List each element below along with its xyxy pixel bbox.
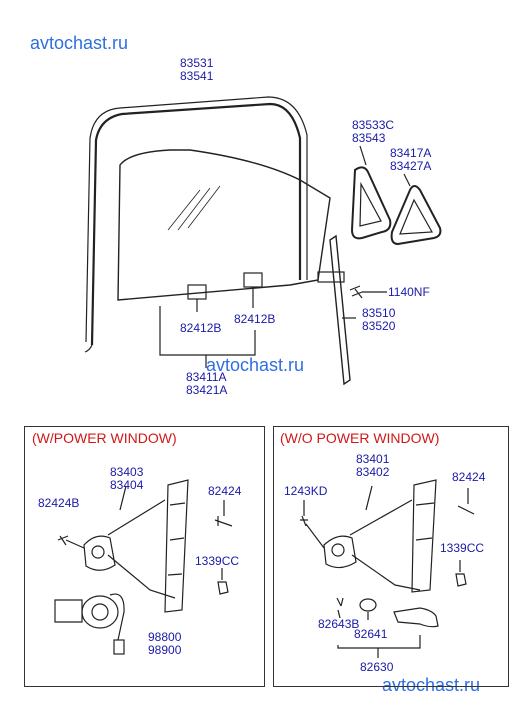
power-window-panel [24,426,265,687]
label-mw-bolt-right: 82424 [452,470,486,484]
manual-window-title: (W/O POWER WINDOW) [280,430,440,446]
quarter-glass [390,185,442,246]
pw-mount-plate [83,535,116,571]
label-mw-regulator-1: 83401 [356,452,390,466]
pw-regulator-rail [164,479,189,613]
mw-handle [393,607,439,628]
mw-regulator-arm [349,499,421,591]
label-quarter-seal-1: 83533C [352,118,395,132]
label-pw-bolt-left: 82424B [38,496,80,510]
door-glass [117,149,331,301]
label-mw-nut: 1339CC [440,541,485,555]
label-quarter-glass-1: 83417A [390,146,432,160]
glass-holder-right [243,272,263,288]
label-door-glass-1: 83411A [186,370,227,384]
mw-bolt-right [457,505,475,515]
pw-regulator-arm [107,499,176,599]
manual-window-panel [273,426,509,687]
label-pw-nut: 1339CC [195,554,240,568]
label-pw-motor-2: 98900 [148,643,182,657]
label-door-glass-2: 83421A [186,383,228,397]
pw-nut [217,581,229,595]
label-channel-2: 83520 [362,319,396,333]
label-quarter-seal-2: 83543 [352,131,386,145]
mw-regulator-rail [411,479,437,593]
mw-bolt-left [300,515,308,527]
mw-mount-plate [323,535,357,569]
label-channel-1: 83510 [362,306,396,320]
label-mw-bolt-left: 1243KD [284,484,328,498]
label-pw-bolt-right: 82424 [208,484,242,498]
pw-bolt-right [214,516,233,527]
label-holder-right: 82412B [234,312,276,326]
label-holder-left: 82412B [180,321,222,335]
mw-nut [455,573,467,587]
pw-bolt-left [57,535,69,546]
label-bolt-top: 1140NF [388,285,430,299]
power-window-title: (W/POWER WINDOW) [32,430,177,446]
watermark-bottom-right: avtochast.ru [382,675,481,695]
bolt-top [349,285,363,299]
glass-frame [90,102,302,346]
channel [329,234,351,386]
watermark-middle: avtochast.ru [206,355,305,375]
label-mw-handle: 82630 [360,660,394,674]
frame-lower-lip [84,344,93,353]
label-pw-motor-1: 98800 [148,630,182,644]
label-mw-clip: 82643B [318,617,360,631]
label-glass-frame-2: 83541 [180,69,214,83]
label-pw-regulator-1: 83403 [110,465,144,479]
label-pw-regulator-2: 83404 [110,478,144,492]
mw-clip [336,597,344,607]
label-mw-spacer: 82641 [354,627,388,641]
label-glass-frame-1: 83531 [180,56,214,70]
mw-spacer [359,598,377,612]
label-quarter-glass-2: 83427A [390,159,432,173]
pw-motor [54,593,125,655]
quarter-glass-seal [350,166,392,240]
label-mw-regulator-2: 83402 [356,465,390,479]
watermark-top-left: avtochast.ru [30,33,129,53]
